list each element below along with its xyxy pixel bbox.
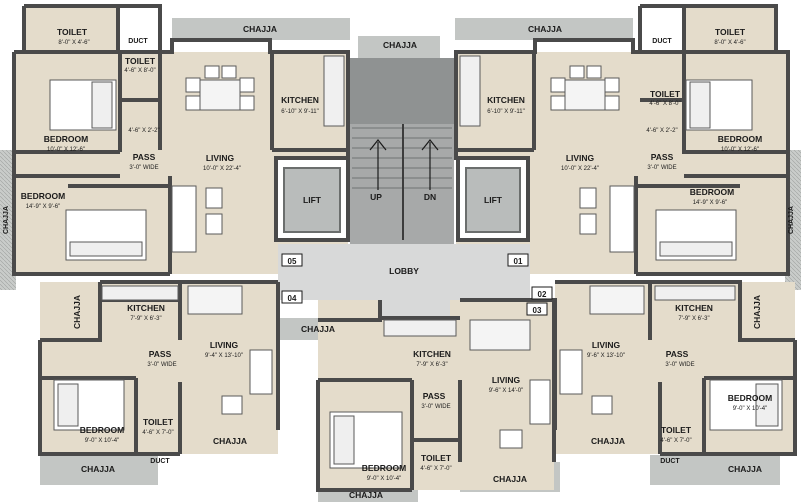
unit-03-label: 03 [533, 306, 542, 315]
toilet-br-name: TOILET [661, 425, 692, 435]
stair-down-label: DN [424, 192, 436, 202]
living-l-name: LIVING [206, 153, 235, 163]
lift-shafts [274, 156, 530, 242]
chajja-label-1: CHAJJA [243, 24, 277, 34]
duct-label-br: DUCT [660, 458, 680, 465]
chajja-label-side-right: CHAJJA [788, 206, 795, 234]
bedroom-r1-dim: 10'-0" X 12'-6" [721, 147, 759, 153]
closet-r-dim: 4'-6" X 2'-2" [646, 128, 677, 134]
furniture [49, 55, 783, 469]
bedroom-bc-dim: 9'-0" X 10'-4" [367, 476, 402, 482]
kitchen-r-name: KITCHEN [487, 95, 525, 105]
kitchen-l-name: KITCHEN [281, 95, 319, 105]
kitchen-bc-name: KITCHEN [413, 349, 451, 359]
toilet-tl-dim: 8'-0" X 4'-6" [58, 40, 89, 46]
unit-05-label: 05 [288, 257, 297, 266]
chajja-label-right: CHAJJA [752, 295, 762, 329]
living-r-dim: 10'-0" X 22'-4" [561, 166, 599, 172]
pass-bl-dim: 3'-0" WIDE [147, 362, 176, 368]
toilet-bl-dim: 4'-6" X 7'-0" [142, 430, 173, 436]
chajja-label-left: CHAJJA [72, 295, 82, 329]
living-bl-dim: 9'-4" X 13'-10" [205, 353, 243, 359]
living-br-dim: 9'-6" X 13'-10" [587, 353, 625, 359]
pass-r-name: PASS [651, 152, 674, 162]
bedroom-br-dim: 9'-0" X 10'-4" [733, 406, 768, 412]
living-bc-name: LIVING [492, 375, 521, 385]
duct-label-bl: DUCT [150, 458, 170, 465]
bedroom-l1-name: BEDROOM [44, 134, 88, 144]
pass-bl-name: PASS [149, 349, 172, 359]
unit-04-label: 04 [288, 294, 297, 303]
bedroom-r2-name: BEDROOM [690, 187, 734, 197]
kitchen-bl-name: KITCHEN [127, 303, 165, 313]
duct-label-tl: DUCT [128, 38, 148, 45]
kitchen-br-name: KITCHEN [675, 303, 713, 313]
chajja-label-5: CHAJJA [591, 436, 625, 446]
bedroom-l2-dim: 14'-9" X 9'-6" [26, 204, 61, 210]
chajja-label-3: CHAJJA [528, 24, 562, 34]
pass-l-name: PASS [133, 152, 156, 162]
stair-up-label: UP [370, 192, 382, 202]
kitchen-bc-dim: 7'-9" X 6'-3" [416, 362, 447, 368]
toilet-bc-dim: 4'-6" X 7'-0" [420, 466, 451, 472]
toilet-r2-name: TOILET [650, 89, 681, 99]
lift-label-right: LIFT [484, 195, 503, 205]
kitchen-bl-dim: 7'-9" X 6'-3" [130, 316, 161, 322]
living-bc-dim: 9'-6" X 14'-0" [489, 388, 524, 394]
unit-01-label: 01 [514, 257, 523, 266]
pass-r-dim: 3'-0" WIDE [647, 165, 676, 171]
pass-br-name: PASS [666, 349, 689, 359]
lobby-label: LOBBY [389, 266, 419, 276]
bedroom-r1-name: BEDROOM [718, 134, 762, 144]
lobby-area [278, 244, 530, 318]
living-br-name: LIVING [592, 340, 621, 350]
bedroom-l2-name: BEDROOM [21, 191, 65, 201]
staircase [350, 58, 454, 244]
pass-br-dim: 3'-0" WIDE [665, 362, 694, 368]
bedroom-bc-name: BEDROOM [362, 463, 406, 473]
chajja-label-side-left: CHAJJA [3, 206, 10, 234]
pass-l-dim: 3'-0" WIDE [129, 165, 158, 171]
bedroom-bl-dim: 9'-0" X 10'-4" [85, 438, 120, 444]
unit-number-boxes [281, 253, 553, 316]
chajja-label-9: CHAJJA [301, 324, 335, 334]
toilet-l2-name: TOILET [125, 56, 156, 66]
living-l-dim: 10'-0" X 22'-4" [203, 166, 241, 172]
pass-bc-dim: 3'-0" WIDE [421, 404, 450, 410]
chajja-label-10: CHAJJA [349, 490, 383, 500]
pass-bc-name: PASS [423, 391, 446, 401]
toilet-tr-name: TOILET [715, 27, 746, 37]
bedroom-r2-dim: 14'-9" X 9'-6" [693, 200, 728, 206]
kitchen-br-dim: 7'-9" X 6'-3" [678, 316, 709, 322]
living-bl-name: LIVING [210, 340, 239, 350]
chajja-label-4: CHAJJA [213, 436, 247, 446]
chajja-label-6: CHAJJA [81, 464, 115, 474]
toilet-tl-name: TOILET [57, 27, 88, 37]
toilet-r2-dim: 4'-6" X 8'-0" [649, 101, 680, 107]
kitchen-l-dim: 6'-10" X 9'-11" [281, 109, 318, 115]
chajja-label-2: CHAJJA [383, 40, 417, 50]
walls [12, 4, 797, 492]
bedroom-br-name: BEDROOM [728, 393, 772, 403]
toilet-br-dim: 4'-6" X 7'-0" [660, 438, 691, 444]
toilet-bc-name: TOILET [421, 453, 452, 463]
unit-02-label: 02 [538, 290, 547, 299]
closet-l-dim: 4'-6" X 2'-2" [128, 128, 159, 134]
toilet-l2-dim: 4'-6" X 8'-0" [124, 68, 155, 74]
bedroom-l1-dim: 10'-0" X 12'-6" [47, 147, 85, 153]
chajja-label-7: CHAJJA [728, 464, 762, 474]
bedroom-bl-name: BEDROOM [80, 425, 124, 435]
kitchen-r-dim: 6'-10" X 9'-11" [487, 109, 524, 115]
duct-label-tr: DUCT [652, 38, 672, 45]
living-r-name: LIVING [566, 153, 595, 163]
toilet-bl-name: TOILET [143, 417, 174, 427]
chajja-label-8: CHAJJA [493, 474, 527, 484]
lift-label-left: LIFT [303, 195, 322, 205]
toilet-tr-dim: 8'-0" X 4'-6" [714, 40, 745, 46]
